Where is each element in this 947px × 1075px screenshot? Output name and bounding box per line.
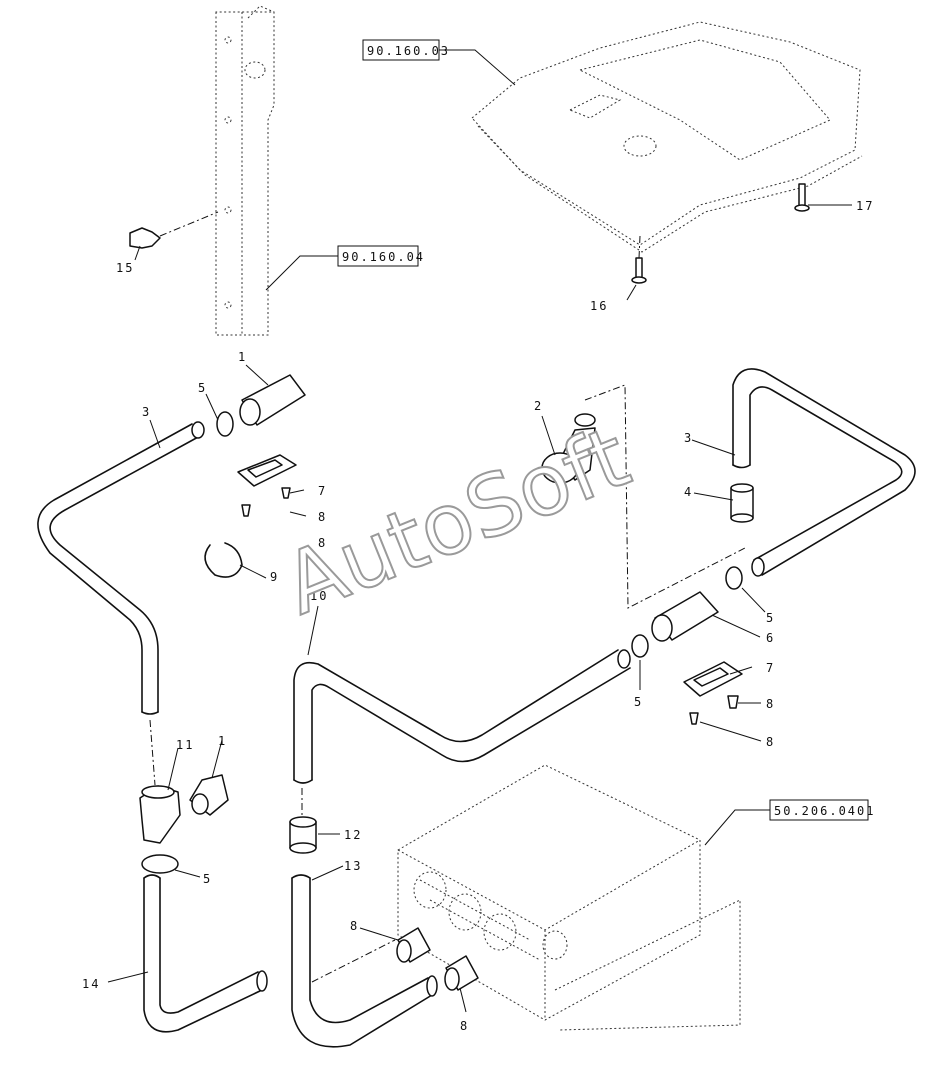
callout-5-a: 5	[198, 381, 207, 395]
callout-7-right: 7	[766, 661, 775, 675]
elbow-11	[139, 719, 181, 844]
callout-16: 16	[590, 299, 608, 313]
callout-7-left: 7	[318, 484, 327, 498]
callout-5-c: 5	[634, 695, 643, 709]
ring-5-lower	[141, 854, 179, 874]
coupling-6	[631, 566, 743, 658]
callout-8-d: 8	[766, 735, 775, 749]
coupling-1-top	[216, 374, 306, 437]
callout-3-right: 3	[684, 431, 693, 445]
housing-ref-label: 50.206.0401	[774, 804, 875, 818]
hose-10	[293, 649, 631, 784]
hose-3-right	[732, 368, 916, 577]
watermark: AutoSoft	[271, 408, 642, 634]
fastener-16	[631, 235, 647, 284]
callout-1-bottom: 1	[218, 734, 227, 748]
callout-5-d: 5	[203, 872, 212, 886]
callout-8-c: 8	[766, 697, 775, 711]
callout-15: 15	[116, 261, 134, 275]
hose-3-left	[37, 421, 205, 715]
hose-13	[291, 874, 438, 1048]
callout-numbers: 1 1 2 3 3 4 5 5 5 5 6 7 7 8 8 8 8 8 8 9 …	[82, 199, 874, 1033]
clamp-7-left	[237, 454, 297, 487]
callout-13: 13	[344, 859, 362, 873]
fastener-17	[794, 183, 810, 212]
callout-2: 2	[534, 399, 543, 413]
callout-14: 14	[82, 977, 100, 991]
callout-10: 10	[310, 589, 328, 603]
callout-11: 11	[176, 738, 194, 752]
sleeve-8-lower	[396, 927, 479, 991]
hose-14	[143, 874, 268, 1033]
fastener-15	[129, 211, 219, 249]
housing	[311, 764, 741, 1031]
sleeve-12	[289, 788, 317, 854]
leaders	[107, 204, 852, 1013]
elbow-adapter-2	[541, 384, 746, 609]
callout-4: 4	[684, 485, 693, 499]
callout-12: 12	[344, 828, 362, 842]
clamp-7-right	[683, 661, 743, 697]
floor-panel	[471, 21, 863, 253]
callout-3-left: 3	[142, 405, 151, 419]
callout-1-top: 1	[238, 350, 247, 364]
fitting-1-bottom	[189, 774, 229, 816]
callout-5-b: 5	[766, 611, 775, 625]
callout-8-f: 8	[460, 1019, 469, 1033]
callout-8-b: 8	[318, 536, 327, 550]
callout-6: 6	[766, 631, 775, 645]
sleeve-4	[730, 483, 754, 523]
callout-8-a: 8	[318, 510, 327, 524]
ring-clip-9	[204, 542, 243, 578]
post-ref-label: 90.160.04	[342, 250, 425, 264]
callout-8-e: 8	[350, 919, 359, 933]
panel-ref-label: 90.160.03	[367, 44, 450, 58]
screws-8	[241, 487, 739, 725]
callout-9: 9	[270, 570, 279, 584]
vertical-post	[215, 5, 275, 336]
callout-17: 17	[856, 199, 874, 213]
